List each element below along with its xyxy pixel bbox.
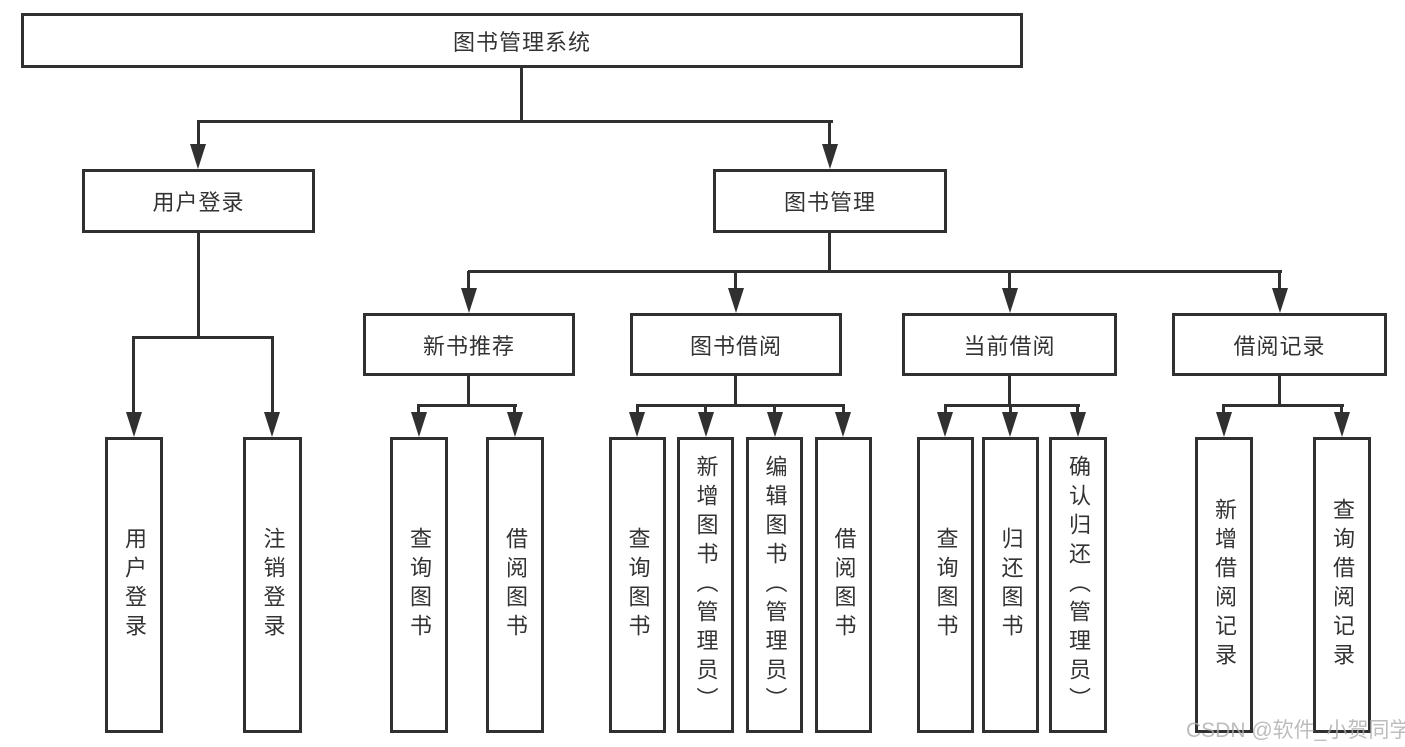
node-new-book-recommend: 新书推荐 [363,313,575,376]
leaf-query-borrow-record: 查询借阅记录 [1313,437,1371,733]
connector-line [704,405,707,415]
leaf-label: 借阅图书 [503,527,528,643]
connector-line [197,120,833,123]
connector-line [828,233,831,273]
arrowhead-icon [411,412,427,437]
connector-line [842,405,845,415]
node-label: 用户登录 [152,190,245,215]
leaf-label: 新增借阅记录 [1212,498,1237,672]
node-library-management-system: 图书管理系统 [21,13,1023,68]
connector-line [1222,405,1225,415]
leaf-label: 新增图书（管理员） [693,454,719,716]
node-label: 图书管理系统 [452,29,591,55]
connector-line [197,233,200,338]
node-label: 图书管理 [783,190,876,215]
connector-line [1008,271,1011,291]
leaf-label: 查询借阅记录 [1330,498,1355,672]
node-book-management: 图书管理 [713,169,947,233]
leaf-label: 查询图书 [625,527,651,643]
leaf-label: 用户登录 [122,527,147,643]
arrowhead-icon [264,412,280,437]
arrowhead-icon [126,412,142,437]
leaf-add-books-admin: 新增图书（管理员） [677,437,734,733]
connector-line [1222,404,1344,407]
leaf-label: 编辑图书（管理员） [762,454,788,716]
arrowhead-icon [190,144,206,169]
leaf-return-books: 归还图书 [982,437,1039,733]
leaf-borrow-books-recommend: 借阅图书 [486,437,544,733]
connector-line [467,271,470,291]
connector-line [417,404,517,407]
arrowhead-icon [461,288,477,313]
connector-line [132,336,274,339]
arrowhead-icon [1002,288,1018,313]
leaf-label: 注销登录 [260,527,286,643]
node-label: 借阅记录 [1233,333,1326,359]
connector-line [1076,405,1079,415]
node-book-borrowing: 图书借阅 [630,313,842,376]
connector-line [944,404,1080,407]
leaf-label: 借阅图书 [831,527,857,643]
connector-line [468,270,1282,273]
connector-line [734,271,737,291]
node-borrow-records: 借阅记录 [1172,313,1387,376]
connector-line [417,405,420,415]
arrowhead-icon [835,412,851,437]
connector-line [132,337,135,414]
connector-line [636,404,845,407]
arrowhead-icon [767,412,783,437]
leaf-query-books-current: 查询图书 [917,437,974,733]
node-label: 图书借阅 [689,333,782,359]
leaf-label: 查询图书 [933,527,959,643]
connector-line [1008,376,1011,407]
leaf-query-books-recommend: 查询图书 [390,437,448,733]
arrowhead-icon [1272,288,1288,313]
csdn-watermark: CSDN @软件_小贺同学 [1186,719,1405,742]
node-label: 新书推荐 [422,333,515,359]
arrowhead-icon [698,412,714,437]
arrowhead-icon [1070,412,1086,437]
connector-line [734,376,737,407]
connector-line [828,121,831,147]
leaf-query-books-borrow: 查询图书 [609,437,666,733]
leaf-add-borrow-record: 新增借阅记录 [1195,437,1253,733]
arrowhead-icon [822,144,838,169]
leaf-label: 查询图书 [407,527,432,643]
connector-line [1340,405,1343,415]
connector-line [197,121,200,147]
connector-line [271,337,274,414]
connector-line [944,405,947,415]
leaf-edit-books-admin: 编辑图书（管理员） [746,437,803,733]
connector-line [636,405,639,415]
leaf-user-login: 用户登录 [105,437,163,733]
leaf-confirm-return-admin: 确认归还（管理员） [1049,437,1107,733]
leaf-label: 归还图书 [998,527,1024,643]
arrowhead-icon [1334,412,1350,437]
arrowhead-icon [1216,412,1232,437]
arrowhead-icon [1002,412,1018,437]
arrowhead-icon [937,412,953,437]
connector-line [1278,271,1281,291]
connector-line [1278,376,1281,407]
node-label: 当前借阅 [963,333,1056,359]
arrowhead-icon [728,288,744,313]
leaf-borrow-books: 借阅图书 [815,437,872,733]
arrowhead-icon [629,412,645,437]
connector-line [467,376,470,407]
connector-line [520,68,523,122]
node-user-login: 用户登录 [82,169,315,233]
connector-line [773,405,776,415]
node-current-borrowing: 当前借阅 [902,313,1117,376]
connector-line [1009,405,1012,415]
leaf-label: 确认归还（管理员） [1066,454,1091,716]
arrowhead-icon [507,412,523,437]
leaf-logout: 注销登录 [243,437,302,733]
connector-line [513,405,516,415]
